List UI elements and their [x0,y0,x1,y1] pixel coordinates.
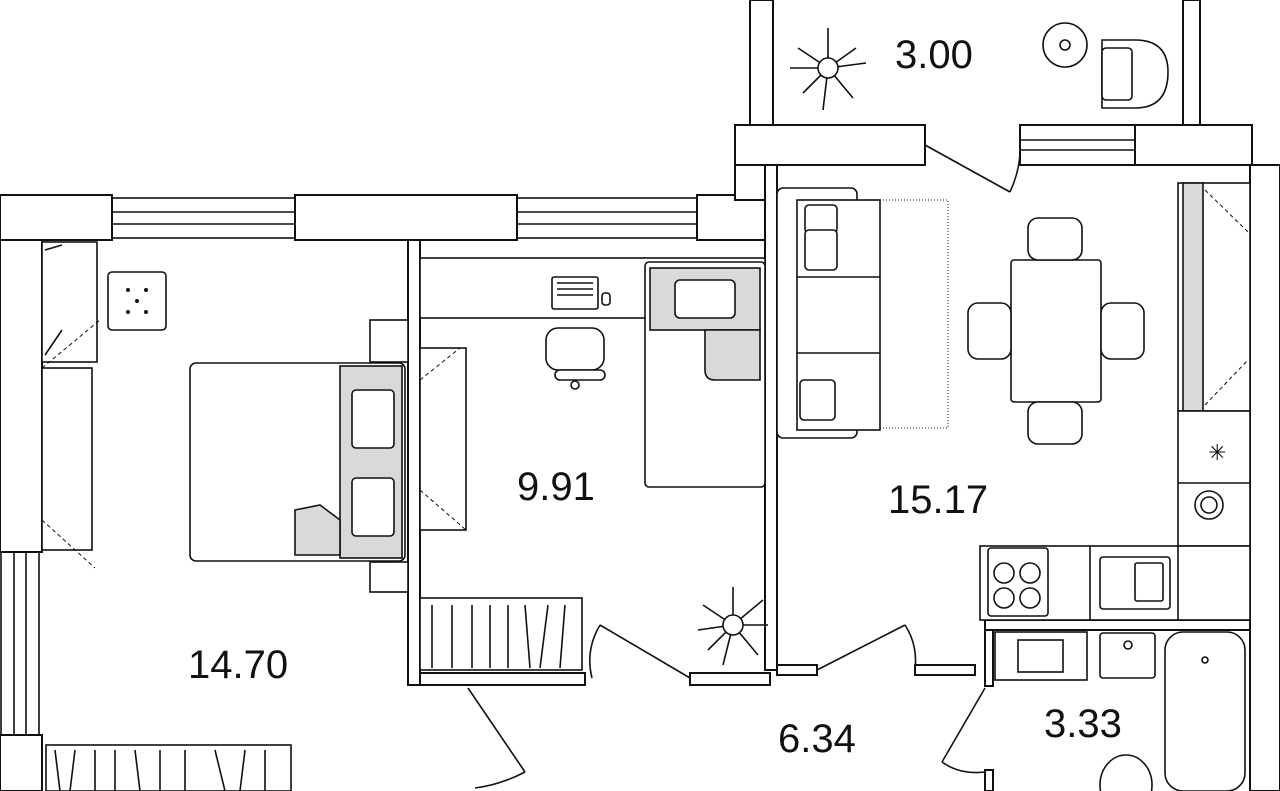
bedroom-furniture [41,241,409,791]
kitchen-living-furniture: ✳ [776,182,1251,621]
hallway-area-label: 6.34 [778,717,856,761]
snowflake-icon: ✳ [1208,440,1226,465]
doors [467,144,1021,789]
bathroom-area-label: 3.33 [1044,702,1122,746]
child-room-furniture [419,257,768,671]
kitchen-living-area-label: 15.17 [888,478,988,522]
bathroom-fixtures [994,631,1246,791]
plant-icon [697,587,768,666]
child-room-area-label: 9.91 [517,465,595,509]
windows [0,139,1135,736]
bedroom-area-label: 14.70 [188,643,288,687]
plant-icon [790,28,867,111]
balcony-area-label: 3.00 [895,33,973,77]
balcony-furniture [790,22,1169,111]
